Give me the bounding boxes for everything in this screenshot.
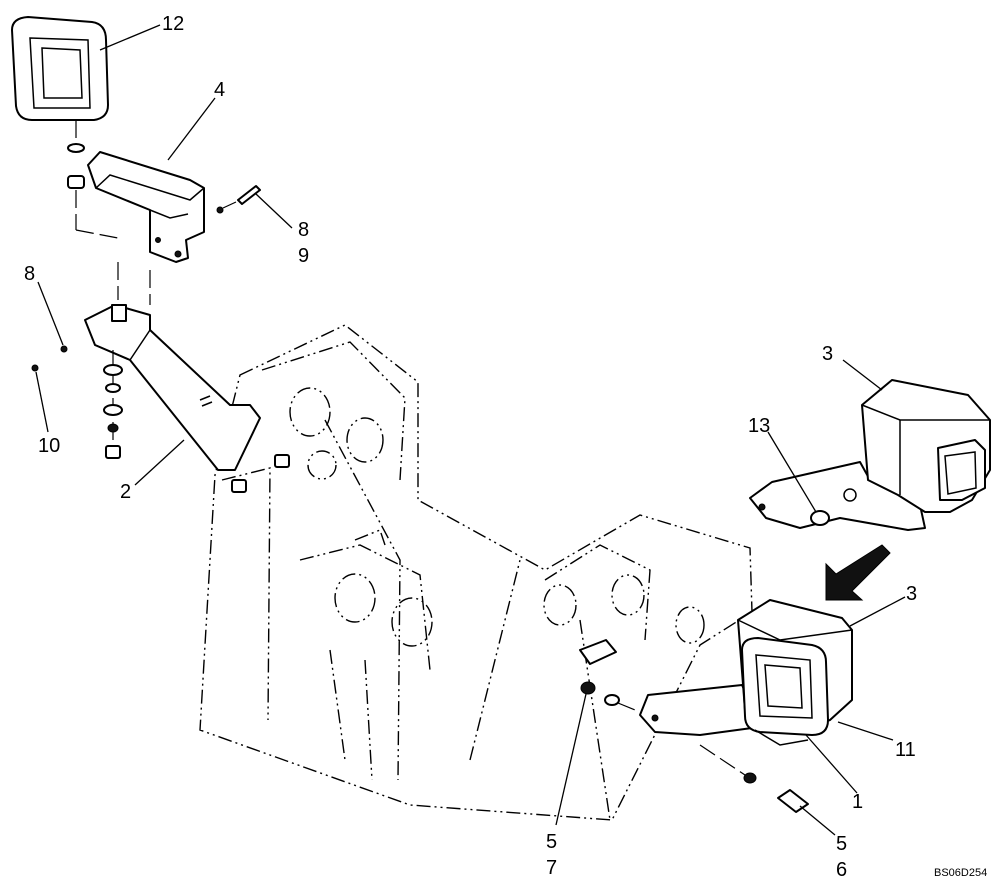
light-assembly-mounted: [639, 599, 853, 746]
drawing-reference: BS06D254: [934, 867, 987, 879]
callout-11: 11: [895, 739, 916, 761]
callout-5-right: 5: [836, 833, 847, 855]
light-bracket-upper: [87, 151, 205, 263]
callout-13: 13: [748, 415, 770, 437]
leader-lines: [35, 24, 906, 836]
chassis-bolts: [231, 454, 290, 493]
screw-and-washer-upper: [216, 185, 261, 214]
callout-1: 1: [852, 791, 863, 813]
work-light-upper: [11, 16, 109, 121]
callout-12: 12: [162, 13, 184, 35]
loader-chassis-phantom: [199, 324, 753, 821]
light-assembly-detail: [749, 379, 991, 531]
callout-2: 2: [120, 481, 131, 503]
light-mount-arm: [84, 304, 261, 471]
callout-5-left: 5: [546, 831, 557, 853]
callout-3-mounted: 3: [906, 583, 917, 605]
arm-hardware-stack: [31, 345, 123, 459]
callout-10: 10: [38, 435, 60, 457]
callout-labels: 12 4 8 9 8 10 2 3 13 3 11 1 5 7 5 6 BS06…: [24, 13, 987, 881]
callout-3-detail: 3: [822, 343, 833, 365]
callout-8-left: 8: [24, 263, 35, 285]
callout-7: 7: [546, 857, 557, 879]
direction-arrow: [825, 544, 891, 601]
callout-6: 6: [836, 859, 847, 881]
light-mount-hardware: [67, 120, 151, 305]
callout-9: 9: [298, 245, 309, 267]
callout-4: 4: [214, 79, 225, 101]
callout-8-upper: 8: [298, 219, 309, 241]
